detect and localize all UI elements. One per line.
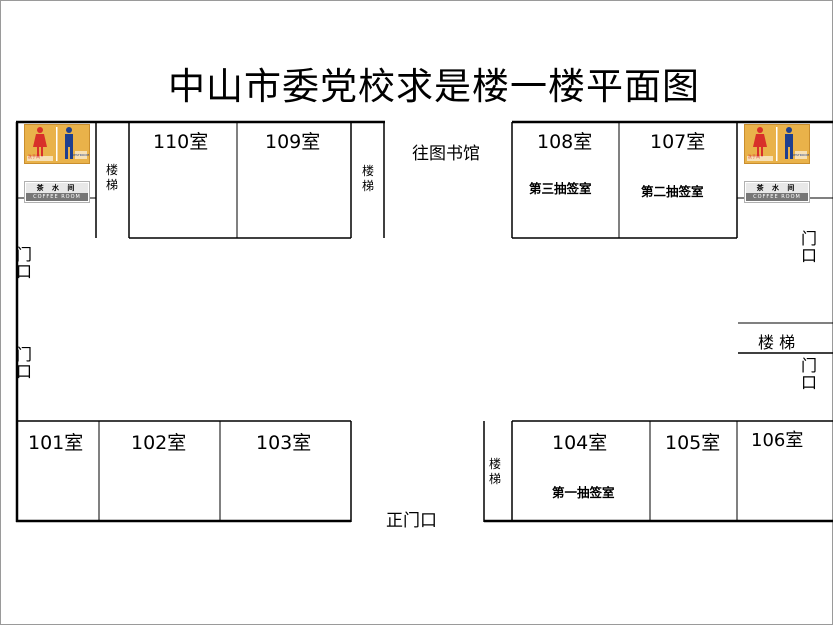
stairs-label-bottom: 楼梯 — [488, 457, 501, 486]
room-105-label: 105室 — [665, 432, 721, 454]
door-label-left-upper: 门口 — [15, 245, 32, 281]
restroom-sign-text-en: RESTROOM — [72, 153, 90, 157]
room-110-label: 110室 — [153, 131, 209, 153]
room-103-label: 103室 — [256, 432, 312, 454]
room-101-label: 101室 — [28, 432, 84, 454]
tea-room-label: 茶 水 间 — [746, 183, 808, 193]
room-108-label: 108室 — [537, 131, 593, 153]
restroom-sign-text: 洗手间 — [28, 154, 40, 159]
door-label-right-lower: 门口 — [800, 356, 817, 392]
main-entrance-label: 正门口 — [386, 511, 437, 531]
stairs-label-right: 楼 梯 — [758, 333, 796, 352]
tea-room-label: 茶 水 间 — [26, 183, 88, 193]
tea-room-sign-left: 茶 水 间 COFFEE ROOM — [24, 181, 90, 203]
room-107-subtitle: 第二抽签室 — [641, 184, 704, 199]
tea-room-sign-right: 茶 水 间 COFFEE ROOM — [744, 181, 810, 203]
restroom-icon — [27, 127, 87, 161]
restroom-sign-text-en: RESTROOM — [792, 153, 810, 157]
room-104-label: 104室 — [552, 432, 608, 454]
restroom-sign-text: 洗手间 — [748, 154, 760, 159]
stairs-label-top-middle: 楼梯 — [361, 164, 374, 193]
room-102-label: 102室 — [131, 432, 187, 454]
room-108-subtitle: 第三抽签室 — [529, 181, 592, 196]
tea-room-label-en: COFFEE ROOM — [26, 193, 88, 201]
restroom-icon — [747, 127, 807, 161]
restroom-sign-left: 洗手间 RESTROOM — [24, 124, 90, 164]
stairs-label-top-left: 楼梯 — [105, 163, 118, 192]
restroom-sign-right: 洗手间 RESTROOM — [744, 124, 810, 164]
page-title: 中山市委党校求是楼一楼平面图 — [168, 65, 700, 108]
room-107-label: 107室 — [650, 131, 706, 153]
tea-room-label-en: COFFEE ROOM — [746, 193, 808, 201]
door-label-left-lower: 门口 — [15, 345, 32, 381]
room-109-label: 109室 — [265, 131, 321, 153]
door-label-right-upper: 门口 — [800, 229, 817, 265]
to-library-label: 往图书馆 — [412, 144, 480, 164]
room-104-subtitle: 第一抽签室 — [552, 485, 615, 500]
room-106-label: 106室 — [751, 430, 804, 451]
